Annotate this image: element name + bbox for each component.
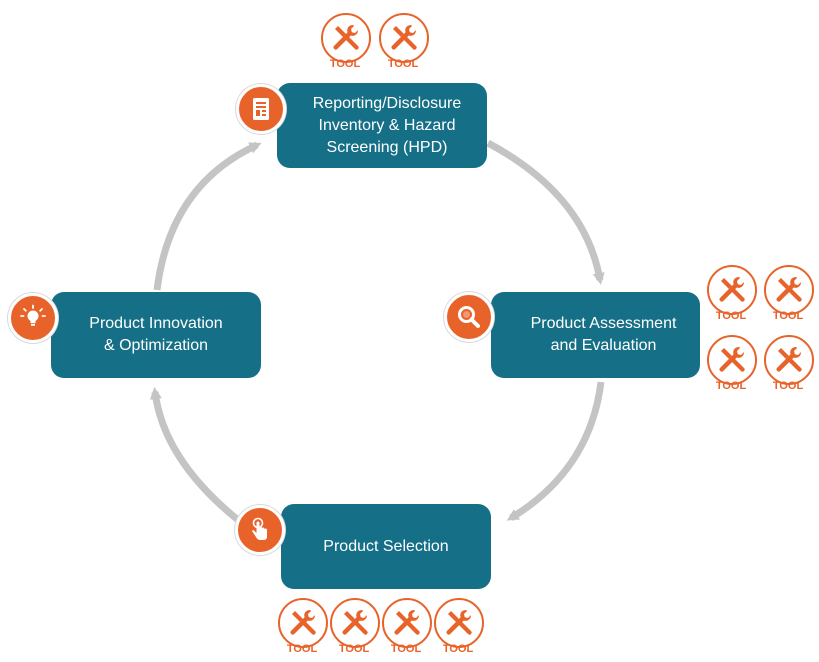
tool-label: TOOL — [338, 643, 370, 655]
wrench-screwdriver-icon — [764, 265, 814, 315]
wrench-screwdriver-icon — [764, 335, 814, 385]
wrench-screwdriver-icon — [278, 598, 328, 648]
step-reporting-box: Reporting/Disclosure Inventory & Hazard … — [277, 83, 487, 168]
tool-selection-3: TOOL — [381, 597, 432, 657]
wrench-screwdriver-icon — [707, 335, 757, 385]
document-icon — [236, 84, 286, 134]
magnifier-icon — [444, 292, 494, 342]
wrench-screwdriver-icon — [321, 13, 371, 63]
touch-hand-icon — [235, 505, 285, 555]
wrench-screwdriver-icon — [379, 13, 429, 63]
step-assessment-box: Product Assessment and Evaluation — [491, 292, 700, 378]
arrow-reporting-to-assessment — [486, 139, 605, 285]
wrench-screwdriver-icon — [330, 598, 380, 648]
lightbulb-icon — [8, 293, 58, 343]
step-selection-box: Product Selection — [281, 504, 491, 589]
step-innovation-box: Product Innovation & Optimization — [51, 292, 261, 378]
arrow-innovation-to-reporting — [153, 141, 262, 291]
tool-selection-1: TOOL — [277, 597, 328, 657]
wrench-screwdriver-icon — [382, 598, 432, 648]
tool-label: TOOL — [715, 310, 747, 322]
tool-reporting-1: TOOL — [320, 12, 371, 72]
tool-label: TOOL — [329, 58, 361, 70]
tool-label: TOOL — [390, 643, 422, 655]
step-reporting-label: Reporting/Disclosure Inventory & Hazard … — [312, 94, 462, 156]
step-innovation-label: Product Innovation & Optimization — [89, 315, 223, 354]
tool-assessment-4: TOOL — [763, 334, 814, 394]
tool-label: TOOL — [772, 310, 804, 322]
tool-assessment-1: TOOL — [706, 264, 757, 324]
tool-selection-2: TOOL — [329, 597, 380, 657]
tool-assessment-2: TOOL — [763, 264, 814, 324]
arrow-assessment-to-selection — [506, 381, 605, 521]
tool-label: TOOL — [772, 380, 804, 392]
tool-label: TOOL — [286, 643, 318, 655]
step-assessment-label: Product Assessment and Evaluation — [530, 315, 677, 354]
tool-label: TOOL — [387, 58, 419, 70]
tool-assessment-3: TOOL — [706, 334, 757, 394]
tool-label: TOOL — [715, 380, 747, 392]
wrench-screwdriver-icon — [434, 598, 484, 648]
wrench-screwdriver-icon — [707, 265, 757, 315]
tool-selection-4: TOOL — [433, 597, 484, 657]
step-selection-label: Product Selection — [323, 537, 449, 555]
tool-label: TOOL — [442, 643, 474, 655]
tool-reporting-2: TOOL — [378, 12, 429, 72]
